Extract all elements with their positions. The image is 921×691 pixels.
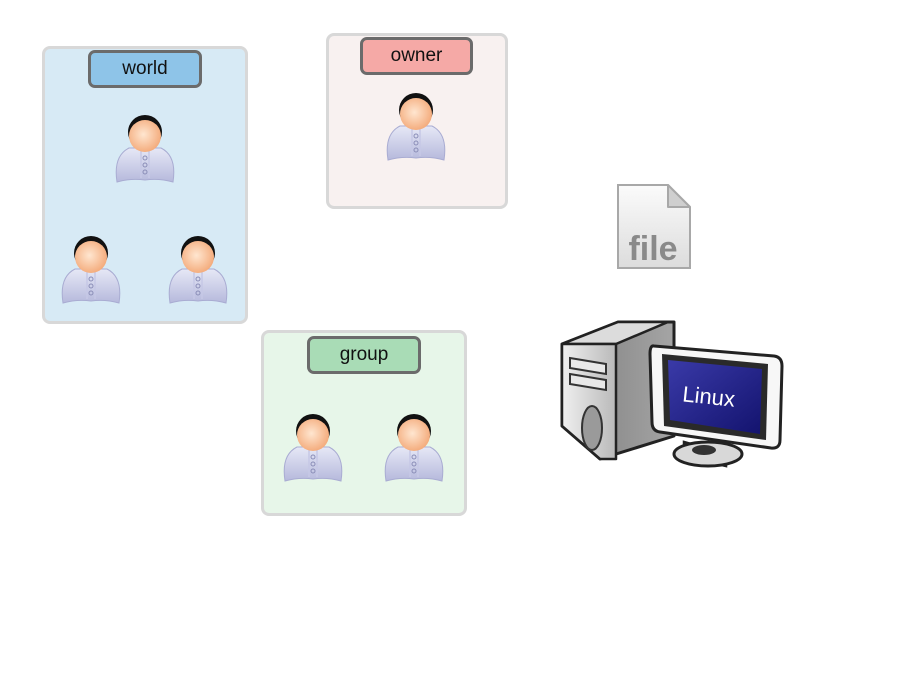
svg-text:file: file	[628, 230, 677, 268]
svg-text:Linux: Linux	[681, 381, 736, 411]
world-label: world	[88, 50, 202, 88]
user-icon	[59, 233, 123, 305]
user-icon	[384, 90, 448, 162]
user-icon	[281, 411, 345, 483]
file-icon: file	[615, 183, 693, 271]
owner-label: owner	[360, 37, 473, 75]
user-icon	[166, 233, 230, 305]
user-icon	[382, 411, 446, 483]
computer-icon: Linux	[556, 316, 786, 476]
group-label: group	[307, 336, 421, 374]
user-icon	[113, 112, 177, 184]
